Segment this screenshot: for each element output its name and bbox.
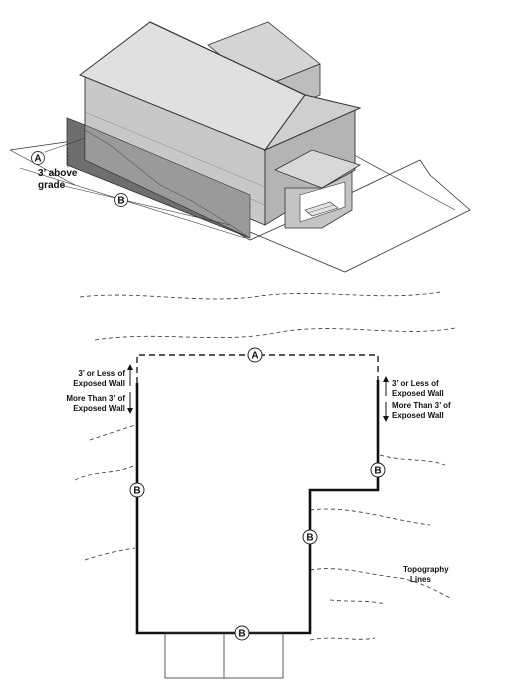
plan-marker-b-right-circle: [370, 462, 386, 478]
plan-marker-b-mid-circle: [302, 529, 318, 545]
left-lower-label-line1: More Than 3’ of: [66, 394, 125, 403]
topography-line-1: [79, 291, 441, 300]
plan-marker-b-bottom-label: B: [238, 629, 245, 640]
topography-label-line1: Topography: [403, 565, 449, 574]
left-lower-label-line2: Exposed Wall: [73, 404, 125, 413]
iso-marker-b-circle: [114, 193, 128, 207]
porch-steps: [304, 201, 339, 217]
left-up-arrow-head: [127, 364, 133, 370]
plan-view: A B B B B 3’ or Less of Exposed Wall Mor…: [66, 291, 456, 679]
plan-marker-b-left-label: B: [133, 486, 140, 497]
isometric-house-view: A B 3’ above grade: [9, 21, 471, 273]
plan-marker-a-circle: [247, 347, 263, 363]
roof-ridge: [149, 21, 306, 96]
main-roof-front: [263, 94, 362, 152]
ground-line-left: [9, 149, 76, 186]
iso-marker-a-circle: [31, 151, 45, 165]
topography-line-9: [309, 637, 376, 641]
siding-line-1: [84, 111, 266, 188]
dim-line-b: [59, 184, 231, 226]
topography-line-5: [84, 547, 136, 561]
iso-marker-b-label: B: [117, 196, 124, 207]
right-lower-label-line1: More Than 3’ of: [392, 401, 451, 410]
topography-line-3: [74, 464, 136, 481]
left-upper-label-line1: 3’ or Less of: [78, 369, 125, 378]
dim-line-a: [44, 137, 86, 153]
plan-marker-b-left-circle: [129, 482, 145, 498]
grade-label-line1: 3’ above: [38, 168, 78, 179]
right-lower-label-line2: Exposed Wall: [392, 411, 444, 420]
left-upper-label-line2: Exposed Wall: [73, 379, 125, 388]
iso-marker-a-label: A: [34, 154, 41, 165]
topography-label-line2: Lines: [410, 575, 431, 584]
plan-marker-b-right-label: B: [374, 466, 381, 477]
grade-label-line2: grade: [38, 180, 66, 191]
ground-line-back: [344, 149, 456, 211]
grade-profile-line: [84, 129, 251, 239]
plan-marker-a-label: A: [251, 351, 258, 362]
right-down-arrow-head: [383, 416, 389, 422]
topography-line-10: [329, 599, 386, 605]
plan-marker-b-mid-label: B: [306, 533, 313, 544]
topography-line-4: [89, 424, 136, 441]
topography-line-8: [309, 568, 451, 599]
right-upper-label-line2: Exposed Wall: [392, 389, 444, 398]
footprint-exposed-more-3ft: [135, 380, 380, 635]
topography-line-2: [94, 327, 456, 341]
footprint-exposed-less-3ft: [136, 354, 379, 383]
topography-line-6: [379, 454, 446, 466]
ground-line-left2: [19, 167, 246, 239]
right-up-arrow-head: [383, 376, 389, 382]
left-down-arrow-head: [127, 408, 133, 414]
plan-marker-b-bottom-circle: [234, 625, 250, 641]
topography-line-7: [309, 508, 431, 526]
right-upper-label-line1: 3’ or Less of: [392, 379, 439, 388]
porch-roof: [274, 149, 361, 189]
porch-step-line: [306, 204, 335, 214]
